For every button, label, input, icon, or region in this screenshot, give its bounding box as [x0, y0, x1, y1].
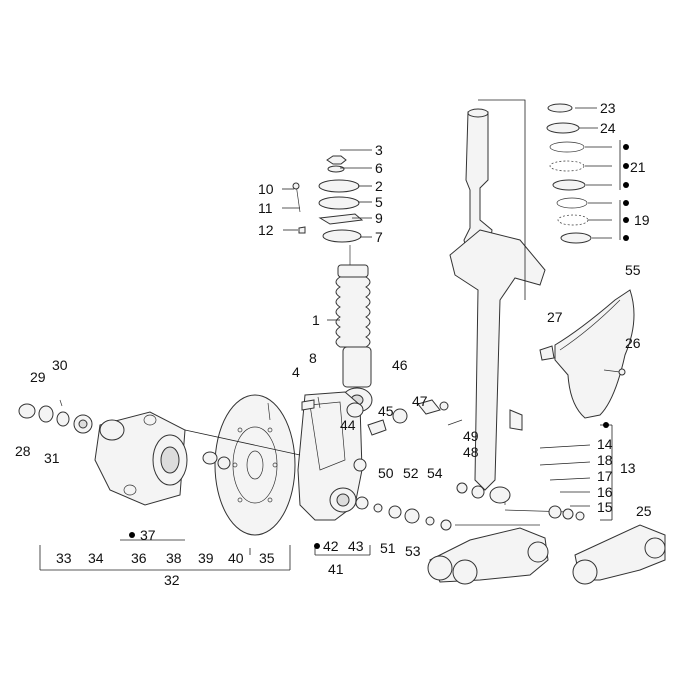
- label-39: 39: [198, 550, 214, 566]
- label-48: 48: [463, 444, 479, 460]
- axle-parts: [202, 396, 485, 531]
- brake-disc: [214, 394, 296, 536]
- label-13: 13: [620, 460, 636, 476]
- label-16: 16: [597, 484, 613, 500]
- label-12: 12: [258, 222, 274, 238]
- label-3: 3: [375, 142, 383, 158]
- leader-lines: [39, 107, 621, 571]
- label-24: 24: [600, 120, 616, 136]
- label-35: 35: [259, 550, 275, 566]
- label-44: 44: [340, 417, 356, 433]
- label-28: 28: [15, 443, 31, 459]
- rubber-pad-part: [318, 179, 360, 193]
- bottom-washer-part: [322, 229, 362, 243]
- label-7: 7: [375, 229, 383, 245]
- label-37: 37: [140, 527, 156, 543]
- label-36: 36: [131, 550, 147, 566]
- label-14: 14: [597, 436, 613, 452]
- label-21: 21: [630, 159, 646, 175]
- label-18: 18: [597, 452, 613, 468]
- label-2: 2: [375, 178, 383, 194]
- label-38: 38: [166, 550, 182, 566]
- label-4: 4: [292, 364, 300, 380]
- mudguard: [539, 289, 635, 419]
- bracket-plate-part: [318, 213, 364, 225]
- label-1: 1: [312, 312, 320, 328]
- rubber-pad-lower-part: [318, 196, 360, 210]
- label-34: 34: [88, 550, 104, 566]
- clip-part: [298, 226, 306, 234]
- label-17: 17: [597, 468, 613, 484]
- nut-part: [326, 155, 347, 165]
- bullet-markers: [129, 144, 629, 549]
- label-33: 33: [56, 550, 72, 566]
- label-45: 45: [378, 403, 394, 419]
- label-54: 54: [427, 465, 443, 481]
- wheel-hub: [94, 411, 188, 506]
- label-27: 27: [547, 309, 563, 325]
- label-47: 47: [412, 393, 428, 409]
- label-31: 31: [44, 450, 60, 466]
- label-51: 51: [380, 540, 396, 556]
- left-bearings: [18, 399, 93, 434]
- label-53: 53: [405, 543, 421, 559]
- label-42: 42: [323, 538, 339, 554]
- swing-arms: [427, 505, 666, 585]
- label-52: 52: [403, 465, 419, 481]
- label-41: 41: [328, 561, 344, 577]
- label-29: 29: [30, 369, 46, 385]
- label-26: 26: [625, 335, 641, 351]
- label-8: 8: [309, 350, 317, 366]
- label-46: 46: [392, 357, 408, 373]
- washer-small-part: [327, 165, 345, 173]
- label-10: 10: [258, 181, 274, 197]
- label-32: 32: [164, 572, 180, 588]
- label-6: 6: [375, 160, 383, 176]
- label-30: 30: [52, 357, 68, 373]
- label-9: 9: [375, 210, 383, 226]
- label-55: 55: [625, 262, 641, 278]
- label-40: 40: [228, 550, 244, 566]
- label-25: 25: [636, 503, 652, 519]
- head-bearings: [478, 99, 592, 300]
- label-49: 49: [463, 428, 479, 444]
- brake-caliper: [297, 391, 367, 521]
- bolt-head-part: [292, 182, 300, 190]
- label-11: 11: [258, 200, 273, 216]
- part-labels: 3 6 2 5 9 7 10 11 12 1 4 8 23 24 21 19 5…: [15, 100, 652, 588]
- label-50: 50: [378, 465, 394, 481]
- shock-top-hardware: [292, 155, 364, 243]
- steering-column: [449, 108, 546, 505]
- label-5: 5: [375, 194, 383, 210]
- label-23: 23: [600, 100, 616, 116]
- shock-absorber: [335, 245, 373, 413]
- label-15: 15: [597, 499, 613, 515]
- label-43: 43: [348, 538, 364, 554]
- label-19: 19: [634, 212, 650, 228]
